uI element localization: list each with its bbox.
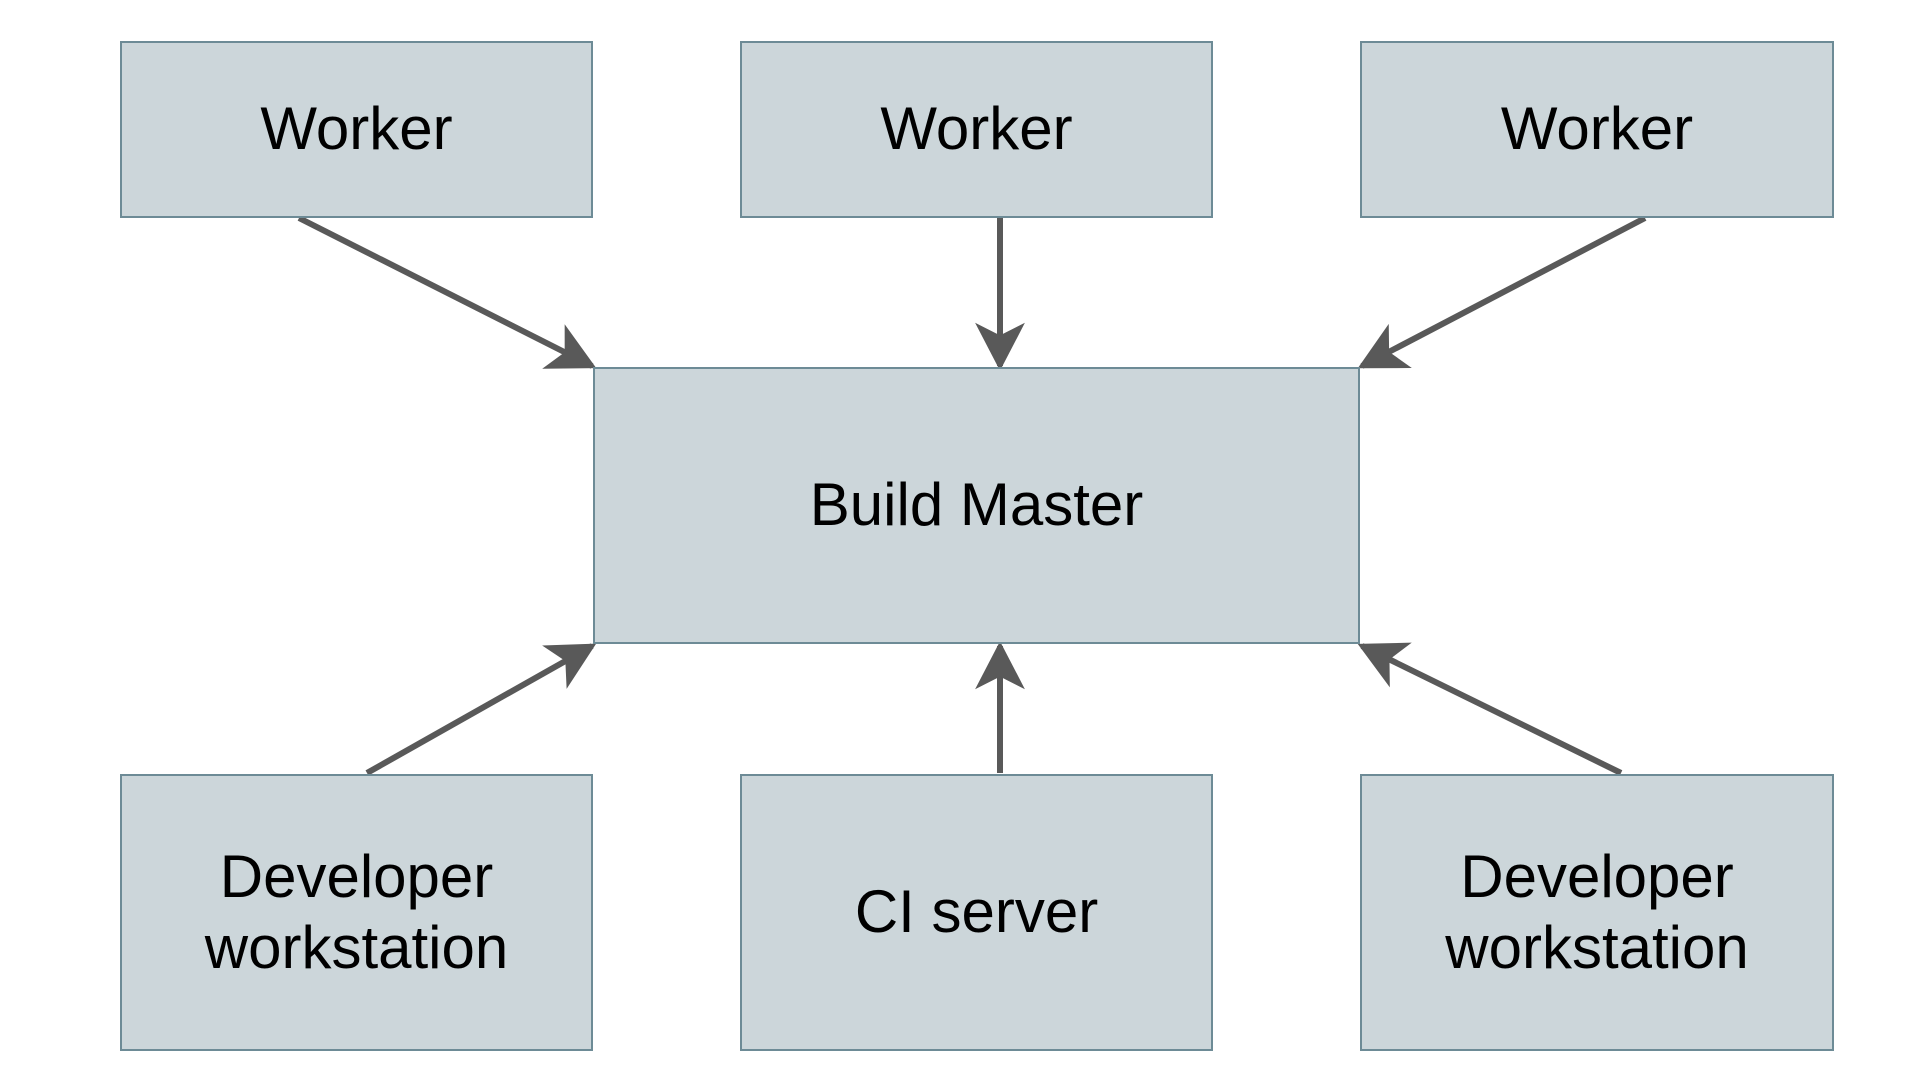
- node-label-dev-workstation-right: Developer workstation: [1445, 842, 1749, 981]
- node-label-dev-workstation-left: Developer workstation: [204, 842, 509, 981]
- node-label-worker-right: Worker: [1500, 95, 1694, 163]
- node-worker-right[interactable]: Worker: [1360, 41, 1834, 218]
- edge-worker-right-to-master: [1357, 215, 1647, 369]
- node-label-worker-center: Worker: [880, 95, 1073, 163]
- edge-dev-right-to-master: [1357, 642, 1623, 776]
- node-ci-server[interactable]: CI server: [740, 774, 1213, 1051]
- node-build-master[interactable]: Build Master: [593, 367, 1360, 644]
- node-label-build-master: Build Master: [809, 471, 1144, 539]
- node-label-worker-left: Worker: [260, 95, 453, 163]
- edge-dev-left-to-master: [365, 643, 597, 776]
- node-dev-workstation-right[interactable]: Developer workstation: [1360, 774, 1834, 1051]
- node-label-ci-server: CI server: [854, 878, 1099, 946]
- node-dev-workstation-left[interactable]: Developer workstation: [120, 774, 593, 1051]
- node-worker-left[interactable]: Worker: [120, 41, 593, 218]
- edge-worker-left-to-master: [297, 215, 597, 369]
- node-worker-center[interactable]: Worker: [740, 41, 1213, 218]
